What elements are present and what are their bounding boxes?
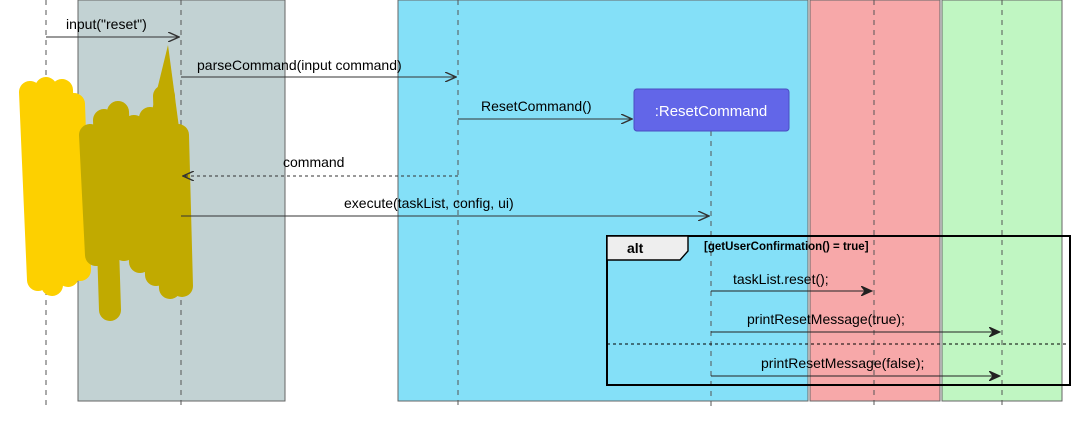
message-parse-command: parseCommand(input command): [181, 57, 456, 77]
highlight-scribble: [19, 45, 193, 321]
alt-fragment: alt [getUserConfirmation() = true]: [606, 235, 1071, 386]
message-execute: execute(taskList, config, ui): [181, 195, 709, 216]
message-task-list-reset: taskList.reset();: [711, 271, 872, 291]
message-label: command: [283, 154, 344, 170]
highlight-olive-stroke: [79, 85, 193, 321]
message-return-command: command: [183, 154, 458, 176]
reset-command-label: :ResetCommand: [655, 103, 768, 120]
alt-operator-label: alt: [627, 240, 644, 256]
message-reset-command-constructor: ResetCommand(): [458, 98, 632, 119]
message-input-reset: input("reset"): [46, 16, 179, 37]
message-label: ResetCommand(): [481, 98, 591, 114]
message-print-reset-true: printResetMessage(true);: [711, 311, 1000, 332]
message-label: printResetMessage(false);: [761, 355, 924, 371]
alt-operator-tab: [606, 235, 689, 261]
participant-box-3: [809, 0, 941, 402]
highlight-yellow-stroke: [19, 77, 91, 296]
participant-box-2: [397, 0, 809, 402]
message-label: parseCommand(input command): [197, 57, 402, 73]
reset-command-box: [633, 88, 790, 132]
message-label: taskList.reset();: [733, 271, 829, 287]
message-label: printResetMessage(true);: [747, 311, 905, 327]
message-label: execute(taskList, config, ui): [344, 195, 514, 211]
alt-frame: [606, 235, 1071, 386]
reset-command-object: :ResetCommand: [633, 88, 790, 132]
alt-guard-label: [getUserConfirmation() = true]: [704, 241, 869, 253]
message-print-reset-false: printResetMessage(false);: [711, 355, 1000, 376]
message-label: input("reset"): [66, 16, 147, 32]
highlight-olive-wedge: [146, 45, 180, 135]
